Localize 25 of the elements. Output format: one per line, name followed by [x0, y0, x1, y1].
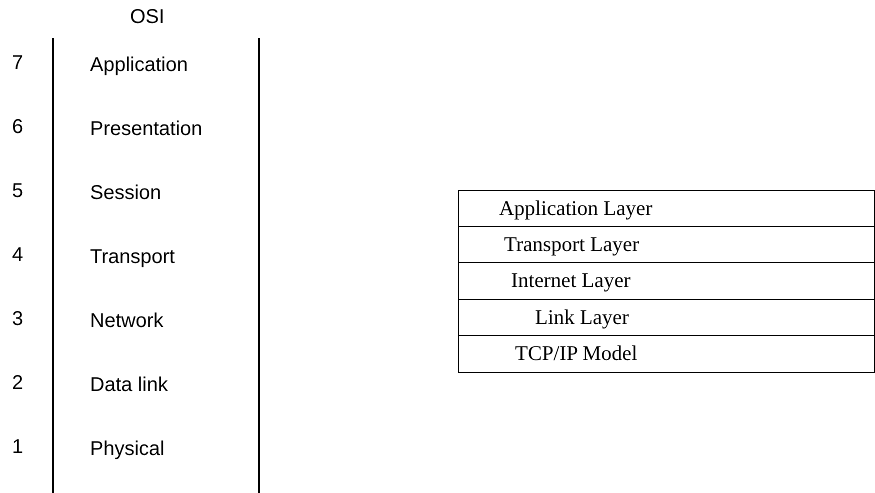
- layer-box: [458, 190, 875, 226]
- layer-box: [458, 336, 875, 372]
- layer-number: 1: [12, 436, 24, 459]
- layer-box: [458, 226, 875, 263]
- stack-heading: OSI: [130, 6, 164, 29]
- layer-number: 5: [12, 180, 24, 203]
- layer-box: [458, 300, 875, 336]
- layer-name: Application Layer: [499, 196, 652, 221]
- layer-name: Data link: [90, 374, 168, 396]
- layer-number: 2: [12, 372, 24, 395]
- layer-name: Presentation: [90, 118, 202, 140]
- layer-number: 3: [12, 308, 24, 331]
- layer-number: 7: [12, 52, 24, 75]
- layer-name: Link Layer: [535, 304, 629, 330]
- layer-name: TCP/IP Model: [515, 341, 638, 366]
- layer-name: Transport: [90, 246, 175, 268]
- layer-number: 6: [12, 116, 24, 139]
- layer-box: [458, 263, 875, 300]
- layer-name: Transport Layer: [504, 232, 640, 257]
- layer-name: Session: [90, 182, 162, 204]
- layer-name: Physical: [90, 438, 164, 460]
- layer-number: 4: [12, 244, 24, 267]
- layer-name: Network: [90, 310, 164, 332]
- layer-name: Internet Layer: [511, 268, 631, 294]
- layer-name: Application: [90, 54, 188, 76]
